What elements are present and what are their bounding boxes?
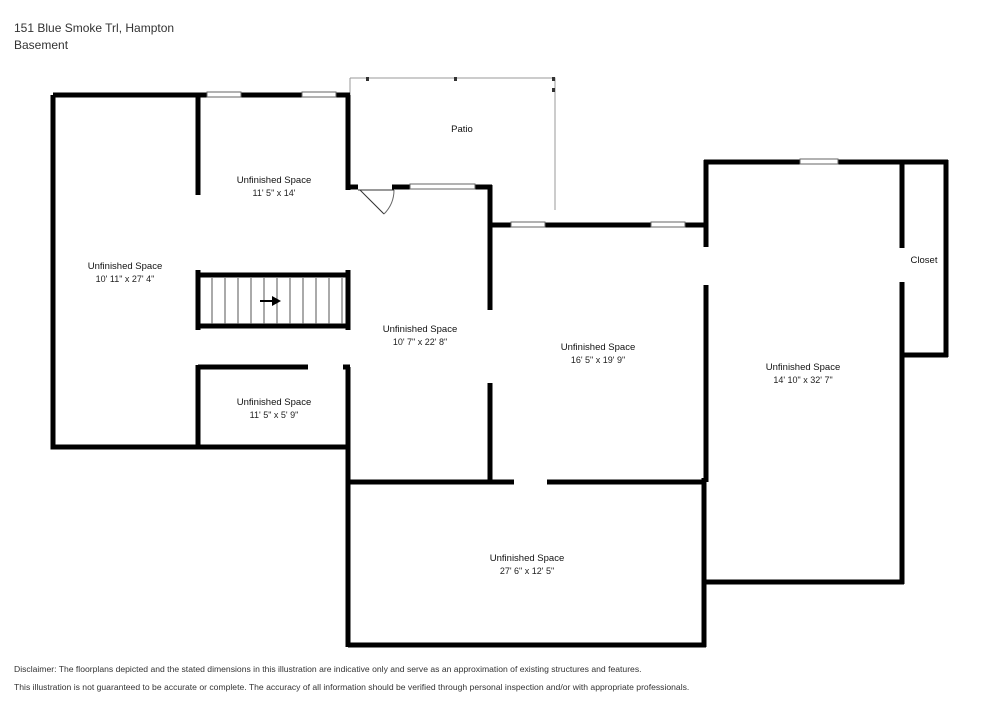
- floor-level-label: Basement: [14, 38, 69, 52]
- room-mid-name: Unfinished Space: [561, 342, 635, 353]
- room-bottom-dims: 27' 6" x 12' 5": [500, 566, 554, 576]
- room-right-name: Unfinished Space: [766, 362, 840, 373]
- stairs: [211, 278, 343, 324]
- address-title: 151 Blue Smoke Trl, Hampton: [14, 21, 175, 35]
- door-swing: [358, 189, 395, 215]
- room-right-dims: 14' 10" x 32' 7": [773, 375, 832, 385]
- patio-outline: [349, 77, 556, 210]
- room-top-name: Unfinished Space: [237, 175, 311, 186]
- room-left-name: Unfinished Space: [88, 261, 162, 272]
- room-mid-dims: 16' 5" x 19' 9": [571, 355, 625, 365]
- windows: [206, 91, 839, 228]
- room-small-name: Unfinished Space: [237, 397, 311, 408]
- closet-label: Closet: [911, 255, 938, 266]
- room-center-dims: 10' 7" x 22' 8": [393, 337, 447, 347]
- room-left-dims: 10' 11" x 27' 4": [96, 274, 155, 284]
- patio-label: Patio: [451, 124, 473, 135]
- room-center-name: Unfinished Space: [383, 324, 457, 335]
- stairs-arrow-icon: [260, 296, 281, 306]
- room-bottom-name: Unfinished Space: [490, 553, 564, 564]
- room-top-dims: 11' 5" x 14': [253, 188, 296, 198]
- disclaimer-line-2: This illustration is not guaranteed to b…: [14, 682, 690, 692]
- room-small-dims: 11' 5" x 5' 9": [250, 410, 299, 420]
- disclaimer-line-1: Disclaimer: The floorplans depicted and …: [14, 664, 642, 674]
